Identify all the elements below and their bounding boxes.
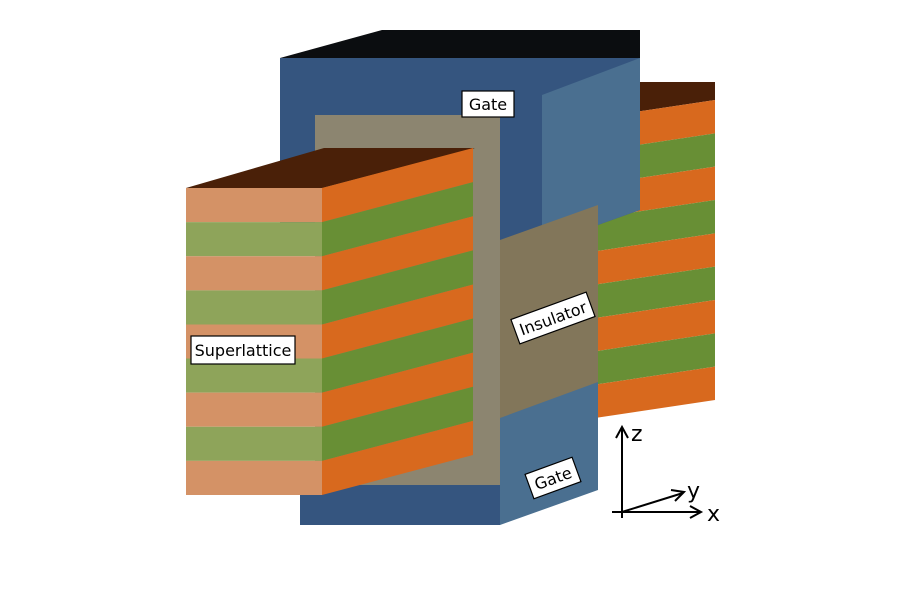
front-layer (186, 392, 322, 427)
front-layer (186, 222, 322, 257)
y-axis-arrowhead (670, 489, 687, 502)
side-layer (322, 420, 473, 495)
top-gate-top-face (280, 30, 640, 58)
side-layer (322, 386, 473, 461)
label-gate-top: Gate (461, 90, 515, 118)
side-layer (322, 352, 473, 427)
coordinate-axes: z y x (612, 422, 720, 527)
front-layer (186, 256, 322, 291)
front-layer (186, 460, 322, 495)
side-layer (322, 318, 473, 393)
back-layer (595, 366, 715, 418)
x-axis-arrowhead (689, 505, 704, 519)
front-superlattice-top (186, 148, 475, 188)
label-gate-top-text: Gate (469, 95, 507, 114)
front-layer (186, 188, 322, 223)
back-layer (595, 266, 715, 318)
side-layer (322, 216, 473, 291)
side-layer (322, 250, 473, 325)
z-axis-label: z (631, 422, 643, 447)
front-layer (186, 426, 322, 461)
back-layer (595, 233, 715, 285)
y-axis-label: y (687, 479, 700, 504)
front-superlattice (186, 148, 475, 495)
back-layer (595, 300, 715, 352)
top-gate-side-face (542, 58, 640, 245)
side-layer (322, 284, 473, 359)
label-superlattice: Superlattice (190, 335, 296, 365)
front-layer (186, 290, 322, 325)
z-axis-arrowhead (615, 424, 629, 439)
back-layer (595, 200, 715, 252)
front-layer (186, 358, 322, 393)
label-superlattice-text: Superlattice (195, 341, 292, 360)
back-layer (595, 333, 715, 385)
front-superlattice-side-stripes (322, 148, 473, 495)
y-axis-line (621, 492, 684, 513)
x-axis-label: x (707, 502, 720, 527)
side-layer (322, 148, 473, 223)
side-layer (322, 182, 473, 257)
